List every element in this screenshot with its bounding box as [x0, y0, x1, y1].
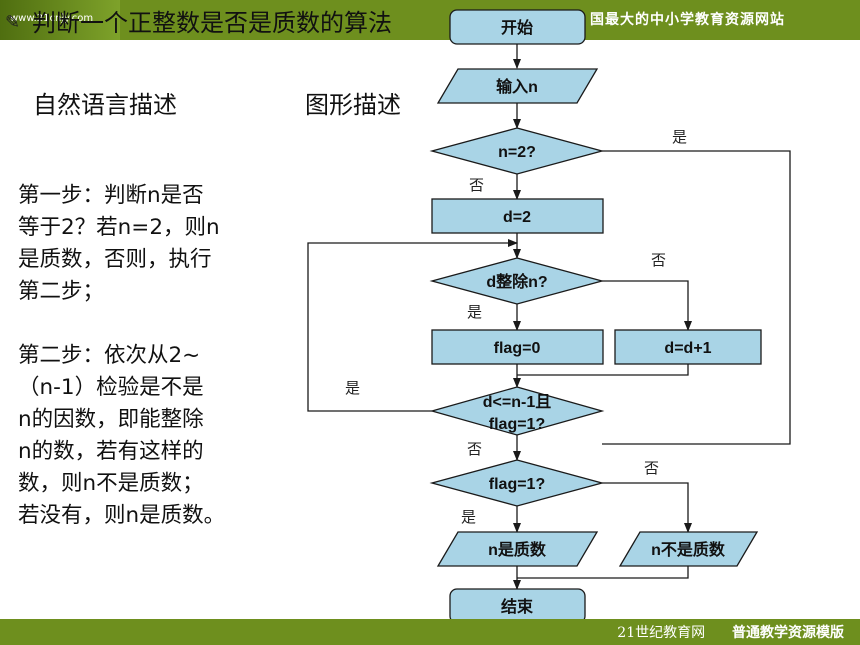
dec1-no-label: 否 — [469, 176, 484, 194]
assign-d-label: d=2 — [503, 209, 531, 226]
output-prime-node — [436, 531, 599, 567]
input-node — [436, 68, 599, 104]
input-label: 输入n — [496, 77, 538, 96]
decision-n-equals-2 — [429, 127, 605, 175]
step-one-line: 是质数，否则，执行 — [18, 247, 212, 272]
edge-incr-dec3 — [517, 364, 689, 376]
decision-flag-equals-1 — [429, 459, 605, 507]
banner-slogan: 国最大的中小学教育资源网站 — [590, 12, 785, 28]
edge-dec4-no — [602, 482, 692, 533]
dec2-yes-label: 是 — [467, 303, 482, 321]
step-one-text: 第一步：判断n是否 等于2？若n=2，则n 是质数，否则，执行 第二步； — [18, 180, 293, 308]
decision-loop-condition — [429, 386, 605, 436]
edge-dec2-no — [602, 280, 692, 331]
heading-graphic: 图形描述 — [305, 91, 401, 119]
flag-zero-label: flag=0 — [494, 340, 541, 357]
top-banner: www.21cnjy.com 国最大的中小学教育资源网站 — [0, 0, 860, 40]
flag-zero-node — [431, 329, 604, 365]
end-label: 结束 — [500, 597, 534, 616]
edge-dec3-yes — [307, 239, 518, 412]
start-node — [449, 9, 586, 45]
step-two-line: （n-1）检验是不是 — [18, 375, 204, 400]
step-two-line: n的数，若有这样的 — [18, 439, 204, 464]
bottom-banner: 21世纪教育网 普通教学资源模版 — [0, 619, 860, 645]
step-two-line: 若没有，则n是质数。 — [18, 503, 226, 528]
decision-d-divides-n — [429, 257, 605, 305]
dec4-yes-label: 是 — [461, 508, 476, 526]
dec3-yes-label: 是 — [345, 379, 360, 397]
output-not-prime-node — [618, 531, 759, 567]
decision-flag-equals-1-label: flag=1? — [489, 476, 545, 493]
dec2-no-label: 否 — [651, 251, 666, 269]
decision-d-divides-n-label: d整除n? — [486, 272, 547, 291]
dec4-no-label: 否 — [644, 459, 659, 477]
footer-site: 21世纪教育网 — [617, 625, 706, 641]
decision-loop-condition-line1: d<=n-1且 — [483, 393, 551, 411]
output-prime-label: n是质数 — [488, 540, 547, 559]
step-one-line: 第二步； — [18, 279, 105, 304]
step-two-line: n的因数，即能整除 — [18, 407, 204, 432]
step-two-text: 第二步：依次从2~ （n-1）检验是不是 n的因数，即能整除 n的数，若有这样的… — [18, 340, 293, 532]
edge-notprime-end — [517, 566, 689, 579]
footer-template: 普通教学资源模版 — [732, 625, 844, 641]
increment-d-label: d=d+1 — [664, 340, 711, 357]
decision-loop-condition-line2: flag=1? — [489, 416, 545, 433]
footer-text: 21世纪教育网 普通教学资源模版 — [617, 622, 844, 642]
step-one-line: 等于2？若n=2，则n — [18, 215, 220, 240]
banner-logo-area: www.21cnjy.com — [0, 0, 120, 40]
decision-n-equals-2-label: n=2? — [498, 144, 536, 161]
pen-icon: ✎ — [5, 12, 21, 33]
increment-d-node — [614, 329, 762, 365]
dec1-yes-label: 是 — [672, 128, 687, 146]
output-not-prime-label: n不是质数 — [651, 540, 726, 559]
heading-natural-language: 自然语言描述 — [33, 91, 177, 119]
banner-logo-text: www.21cnjy.com — [10, 13, 94, 24]
step-one-line: 第一步：判断n是否 — [18, 183, 204, 208]
assign-d-node — [431, 198, 604, 234]
edge-dec1-yes — [602, 150, 791, 445]
slide-title: 判断一个正整数是否是质数的算法 — [32, 9, 392, 37]
start-label: 开始 — [501, 18, 533, 37]
step-two-line: 第二步：依次从2~ — [18, 343, 201, 368]
step-two-line: 数，则n不是质数； — [18, 471, 204, 496]
dec3-no-label: 否 — [467, 440, 482, 458]
